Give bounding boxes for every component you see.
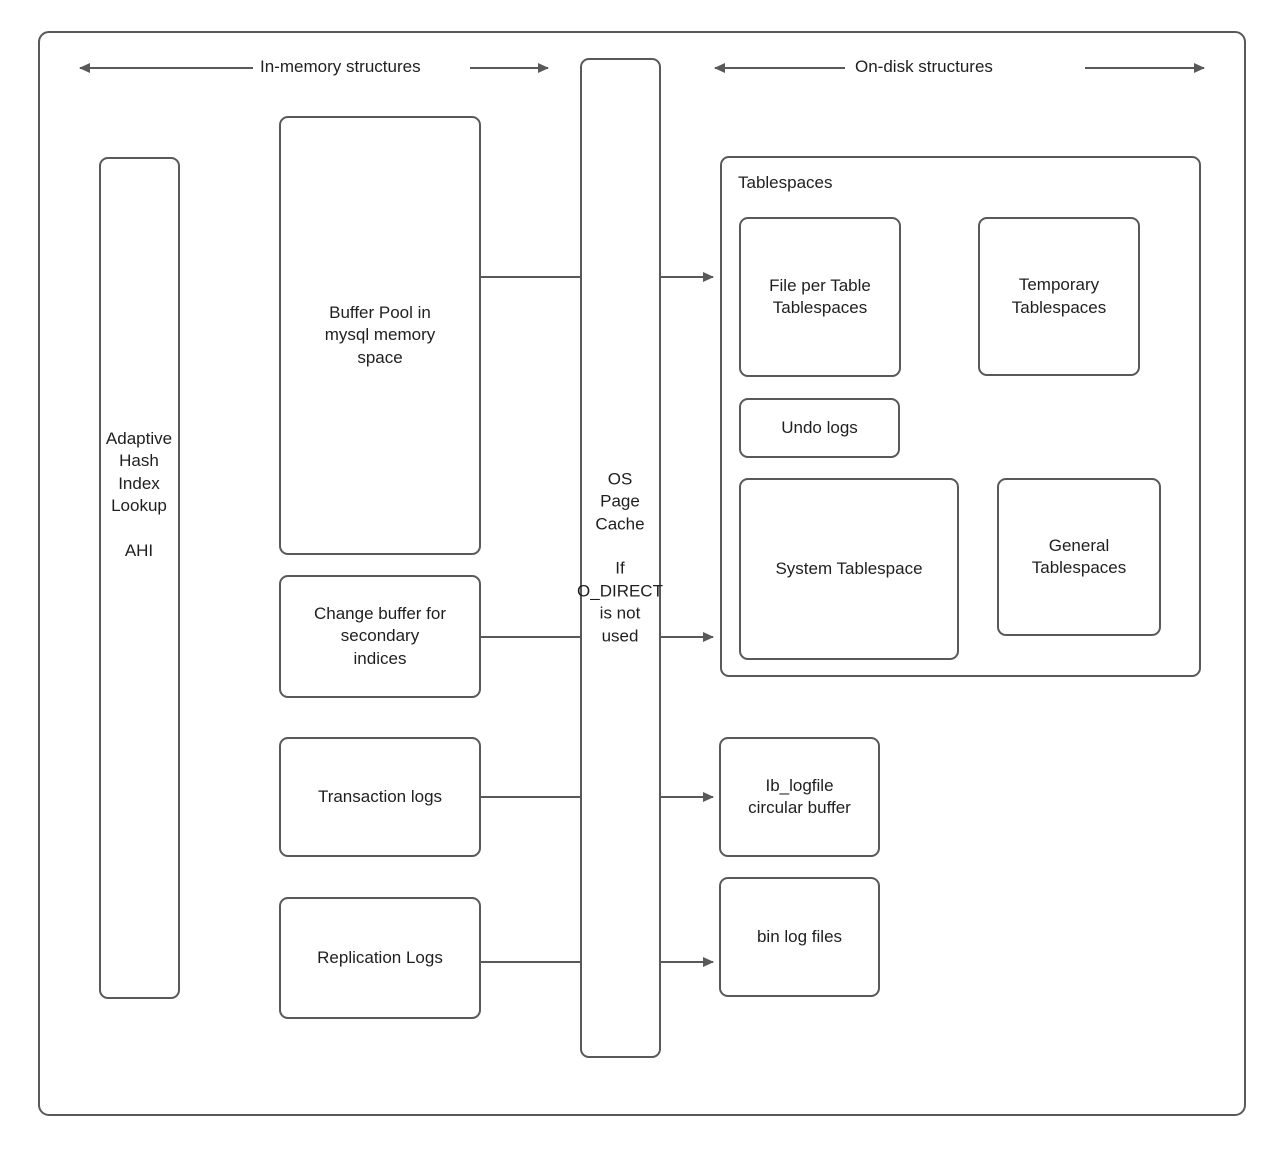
node-undo-logs[interactable]: Undo logs	[739, 398, 900, 458]
node-bin-log-files[interactable]: bin log files	[719, 877, 880, 997]
node-temporary-tablespaces[interactable]: Temporary Tablespaces	[978, 217, 1140, 376]
replication-logs-label: Replication Logs	[317, 947, 443, 967]
ib-logfile-line-2: circular buffer	[748, 798, 851, 817]
general-tablespaces-line-1: General	[1048, 535, 1110, 555]
bin-log-files-label: bin log files	[756, 926, 843, 946]
header-in-memory-label: In-memory structures	[260, 57, 421, 76]
node-general-tablespaces[interactable]: General Tablespaces	[997, 478, 1161, 636]
temporary-tablespaces-line-1: Temporary	[1018, 275, 1100, 295]
file-per-table-line-1: File per Table	[769, 275, 871, 295]
buffer-pool-line-3: space	[357, 347, 403, 367]
node-ib-logfile[interactable]: Ib_logfile circular buffer	[719, 737, 880, 857]
file-per-table-line-2: Tablespaces	[772, 298, 868, 317]
header-in-memory-structures: In-memory structures	[260, 57, 421, 77]
system-tablespace-label: System Tablespace	[775, 558, 923, 578]
temporary-tablespaces-line-2: Tablespaces	[1011, 297, 1107, 317]
header-on-disk-structures: On-disk structures	[855, 57, 993, 77]
node-file-per-table-tablespaces[interactable]: File per Table Tablespaces	[739, 217, 901, 377]
node-os-page-cache[interactable]	[580, 58, 661, 1058]
change-buffer-line-2: secondary	[340, 626, 420, 646]
undo-logs-label: Undo logs	[781, 417, 858, 437]
node-transaction-logs[interactable]: Transaction logs	[279, 737, 481, 857]
node-adaptive-hash-index[interactable]	[99, 157, 180, 999]
transaction-logs-label: Transaction logs	[317, 786, 443, 806]
change-buffer-line-3: indices	[353, 648, 407, 668]
general-tablespaces-line-2: Tablespaces	[1031, 558, 1127, 577]
node-system-tablespace[interactable]: System Tablespace	[739, 478, 959, 660]
change-buffer-line-1: Change buffer for	[314, 603, 446, 623]
tablespaces-group-label: Tablespaces	[738, 173, 833, 192]
buffer-pool-line-2: mysql memory	[324, 325, 436, 345]
ib-logfile-line-1: Ib_logfile	[765, 775, 834, 795]
buffer-pool-line-1: Buffer Pool in	[329, 302, 431, 322]
header-on-disk-label: On-disk structures	[855, 57, 993, 76]
node-replication-logs[interactable]: Replication Logs	[279, 897, 481, 1019]
node-buffer-pool[interactable]: Buffer Pool in mysql memory space	[279, 116, 481, 555]
node-change-buffer[interactable]: Change buffer for secondary indices	[279, 575, 481, 698]
